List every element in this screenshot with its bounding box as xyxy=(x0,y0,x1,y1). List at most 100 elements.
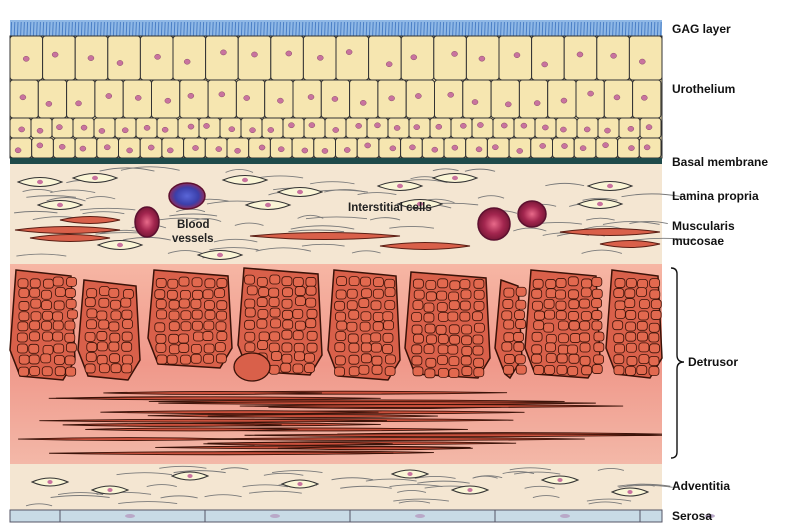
muscle-cell xyxy=(43,345,53,354)
gag-spike xyxy=(376,22,377,36)
muscle-cell xyxy=(569,300,579,309)
muscle-cell xyxy=(215,289,225,298)
muscle-cell xyxy=(592,311,602,320)
muscle-cell xyxy=(66,367,76,376)
muscle-cell xyxy=(169,334,179,343)
muscle-cell xyxy=(472,312,482,321)
gag-spike xyxy=(78,22,79,36)
muscle-cell xyxy=(412,313,422,322)
muscle-cell xyxy=(592,299,602,308)
urothelium-cell xyxy=(472,118,493,138)
gag-spike xyxy=(248,22,249,36)
longitudinal-muscle-fiber xyxy=(39,419,387,422)
muscle-cell xyxy=(592,321,602,330)
muscle-cell xyxy=(269,297,279,306)
urothelium-cell xyxy=(314,138,336,158)
gag-spike xyxy=(229,22,230,36)
muscle-cell xyxy=(123,320,133,329)
muscle-cell xyxy=(516,320,526,329)
muscle-cell xyxy=(570,334,580,343)
muscle-cell xyxy=(514,342,524,351)
muscle-cell xyxy=(111,364,121,373)
gag-spike xyxy=(283,22,284,36)
gag-spike xyxy=(277,22,278,36)
muscle-cell xyxy=(424,303,434,312)
blood-vessels-label-line2: vessels xyxy=(172,233,214,245)
gag-spike xyxy=(88,22,89,36)
gag-spike xyxy=(37,22,38,36)
gag-spike xyxy=(510,22,511,36)
muscle-cell xyxy=(217,279,227,288)
gag-spike xyxy=(568,22,569,36)
muscle-cell xyxy=(514,332,524,341)
nucleus xyxy=(588,91,594,96)
muscle-cell xyxy=(305,353,315,362)
nucleus xyxy=(452,51,458,56)
gag-spike xyxy=(481,22,482,36)
muscle-cell xyxy=(414,290,424,299)
gag-spike xyxy=(133,22,134,36)
muscle-cell xyxy=(592,289,602,298)
gag-spike xyxy=(622,22,623,36)
muscle-cell xyxy=(626,322,636,331)
gag-spike xyxy=(405,22,406,36)
nucleus xyxy=(277,98,283,103)
urothelium-cell xyxy=(401,36,434,80)
muscle-cell xyxy=(460,301,470,310)
nucleus xyxy=(37,128,43,133)
longitudinal-muscle-fiber xyxy=(18,438,237,441)
muscle-cell xyxy=(373,312,383,321)
muscle-cell xyxy=(349,367,359,376)
gag-spike xyxy=(318,22,319,36)
muscle-cell xyxy=(580,356,590,365)
muscle-cell xyxy=(474,358,484,367)
muscle-cell xyxy=(504,354,514,363)
muscle-cell xyxy=(31,299,41,308)
muscle-cell xyxy=(122,355,132,364)
muscle-cell xyxy=(258,309,268,318)
gag-spike xyxy=(379,22,380,36)
longitudinal-muscle-fiber xyxy=(103,391,322,394)
muscle-cell xyxy=(385,355,395,364)
muscle-cell xyxy=(167,290,177,299)
muscle-cell xyxy=(245,299,255,308)
gag-spike xyxy=(187,22,188,36)
nucleus xyxy=(365,143,371,148)
urothelium-cell xyxy=(519,80,547,118)
muscle-cell xyxy=(216,354,226,363)
muscle-cell xyxy=(55,367,65,376)
muscle-cell xyxy=(270,308,280,317)
muscle-cell xyxy=(473,346,483,355)
muscle-cell xyxy=(637,288,647,297)
muscle-cell xyxy=(568,367,578,376)
muscle-cell xyxy=(649,356,659,365)
muscle-cell xyxy=(97,311,107,320)
muscle-cell xyxy=(424,345,434,354)
muscle-cell xyxy=(461,290,471,299)
nucleus xyxy=(52,52,58,57)
muscle-cell xyxy=(169,345,179,354)
urothelium-cell xyxy=(350,80,378,118)
urothelium-cell xyxy=(67,80,95,118)
muscle-cell xyxy=(639,343,649,352)
gag-spike xyxy=(142,22,143,36)
muscle-cell xyxy=(592,365,602,374)
muscle-cell xyxy=(270,332,280,341)
muscle-cell xyxy=(613,321,623,330)
gag-spike xyxy=(475,22,476,36)
muscle-cell xyxy=(99,364,109,373)
muscle-cell xyxy=(349,277,359,286)
gag-spike xyxy=(107,22,108,36)
muscle-cell xyxy=(156,278,166,287)
muscle-cell xyxy=(271,319,281,328)
gag-spike xyxy=(373,22,374,36)
muscle-cell xyxy=(271,352,281,361)
muscle-cell xyxy=(373,278,383,287)
longitudinal-muscle-fiber xyxy=(158,402,595,405)
muscle-cell xyxy=(462,325,472,334)
gag-spike xyxy=(309,22,310,36)
muscle-cell xyxy=(67,310,77,319)
nucleus xyxy=(407,472,412,476)
muscle-cell xyxy=(306,298,316,307)
muscle-cell xyxy=(581,288,591,297)
